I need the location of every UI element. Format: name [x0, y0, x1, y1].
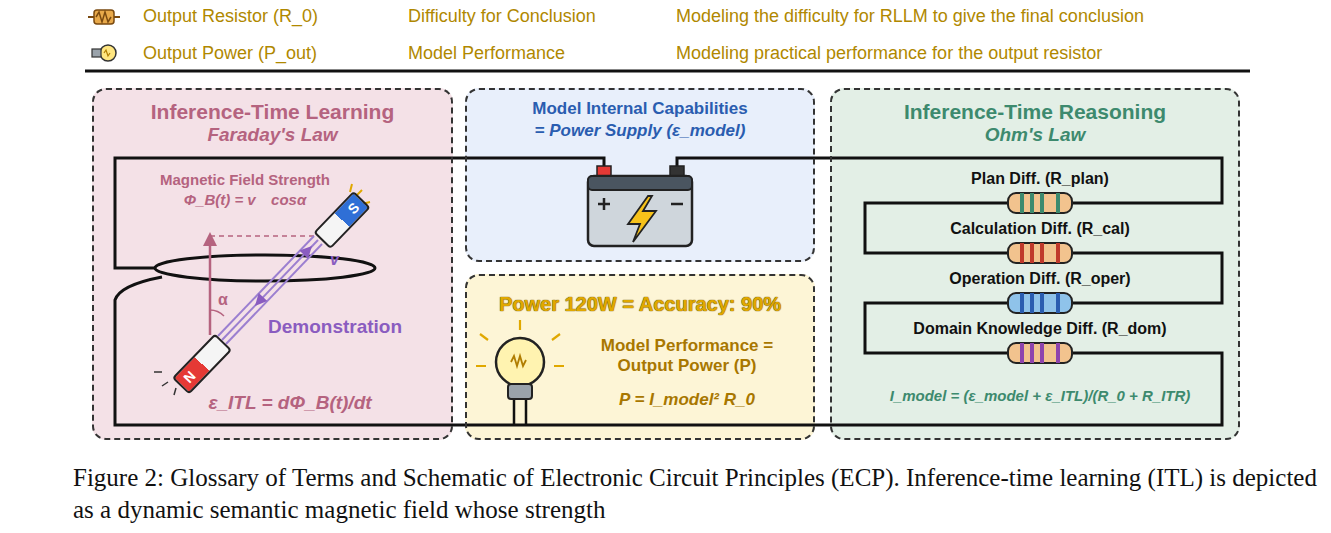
minus-mark	[671, 203, 683, 206]
icon-glass	[100, 45, 116, 61]
performance-definition: Model Performance = Output Power (P)	[572, 336, 802, 377]
pole-letter: S	[340, 195, 367, 222]
emf-formula: ε_ITL = dΦ_B(t)/dt	[208, 392, 371, 415]
resistor-symbol	[1008, 193, 1072, 213]
battery-symbol	[588, 166, 692, 246]
wire	[677, 158, 815, 166]
wire	[830, 158, 1222, 425]
wire	[115, 277, 453, 425]
panel-subtitle: Ohm's Law	[832, 124, 1238, 147]
wire-connector	[815, 157, 830, 160]
power-formula: P = I_model² R_0	[572, 390, 802, 410]
panel-title: Model Internal Capabilities	[467, 99, 813, 119]
panel-ground	[465, 274, 815, 440]
bulb-glass	[496, 338, 544, 386]
resistor-symbol	[1008, 243, 1072, 263]
field-formula: Φ_B(t) = v⃗ cosα	[184, 191, 307, 209]
current-formula: I_model = (ε_model + ε_ITL)/(R_0 + R_ITR…	[890, 387, 1191, 405]
panel-title: Inference-Time Reasoning	[832, 99, 1238, 124]
lightning-bolt	[628, 196, 656, 242]
wire	[465, 158, 604, 166]
resistor-band	[1022, 193, 1058, 213]
resistor-symbol	[1008, 343, 1072, 363]
wire	[115, 158, 453, 268]
field-arrow	[209, 244, 212, 335]
learning-panel: Inference-Time LearningFaraday's LawS N	[92, 88, 453, 440]
panel-title: Inference-Time Learning	[94, 99, 451, 124]
velocity-arrow-head	[299, 246, 312, 259]
light-ray	[476, 320, 564, 366]
bulb-base	[508, 384, 532, 399]
wire-connector	[453, 424, 465, 427]
velocity-label: v⃗	[330, 250, 351, 269]
bulb-symbol	[476, 320, 564, 425]
resistor-label: Domain Knowledge Diff. (R_dom)	[913, 319, 1166, 338]
glossary-term: Output Resistor (R_0)	[143, 6, 318, 28]
icon-body	[94, 10, 114, 24]
panel-subtitle: = Power Supply (ε_model)	[467, 121, 813, 141]
magnet-s: S	[313, 191, 371, 249]
resistor-body	[1008, 243, 1072, 263]
wire	[465, 424, 815, 427]
resistor-icon	[88, 10, 120, 24]
resistor-body	[1008, 293, 1072, 313]
magnet-n: N	[172, 333, 232, 394]
field-arrow-head	[203, 232, 217, 246]
performance-panel: Power 120W = Accuracy: 90% Model Performa…	[465, 274, 815, 440]
battery-top	[588, 176, 692, 190]
glossary-description: Modeling practical performance for the o…	[676, 43, 1102, 65]
resistor-label: Operation Diff. (R_oper)	[949, 269, 1130, 288]
angle-arc	[210, 310, 224, 316]
glossary-description: Modeling the difficulty for RLLM to give…	[676, 6, 1144, 28]
glossary-meaning: Model Performance	[408, 43, 565, 65]
resistor-band	[1022, 343, 1058, 363]
capability-panel: Model Internal Capabilities= Power Suppl…	[465, 88, 815, 262]
pole-letter: N	[176, 363, 203, 391]
projection-line	[210, 235, 318, 237]
bulb-icon	[92, 45, 116, 61]
resistor-body	[1008, 343, 1072, 363]
panel-subtitle: Faraday's Law	[94, 124, 451, 147]
bulb-lead	[514, 398, 526, 425]
resistor-label: Plan Diff. (R_plan)	[971, 169, 1109, 188]
resistor-band	[1022, 243, 1058, 263]
performance-headline: Power 120W = Accuracy: 90%	[467, 292, 813, 316]
field-label: Magnetic Field Strength	[160, 171, 330, 189]
panel-ground	[92, 88, 453, 440]
resistor-label: Calculation Diff. (R_cal)	[950, 219, 1130, 238]
demonstration-label: Demonstration	[268, 316, 402, 339]
panel-ground	[830, 88, 1240, 440]
battery-body	[588, 176, 692, 246]
icon-base	[92, 49, 101, 57]
bulb-filament	[511, 356, 526, 366]
resistor-symbol	[1008, 293, 1072, 313]
panel-ground	[465, 88, 815, 262]
icon-coil	[96, 12, 111, 22]
resistor-band	[1022, 293, 1058, 313]
wire-connector	[453, 157, 465, 160]
angle-label: α	[218, 290, 228, 309]
connector-layer	[453, 158, 830, 425]
plus-mark	[598, 198, 610, 210]
wire-connector	[815, 424, 830, 427]
icon-filament	[104, 50, 110, 56]
glossary-rule	[85, 70, 1250, 73]
resistor-body	[1008, 193, 1072, 213]
glossary-meaning: Difficulty for Conclusion	[408, 6, 596, 28]
glossary-term: Output Power (P_out)	[143, 43, 317, 65]
figure-caption: Figure 2: Glossary of Terms and Schemati…	[73, 462, 1323, 526]
velocity-arrow-head	[255, 293, 267, 306]
